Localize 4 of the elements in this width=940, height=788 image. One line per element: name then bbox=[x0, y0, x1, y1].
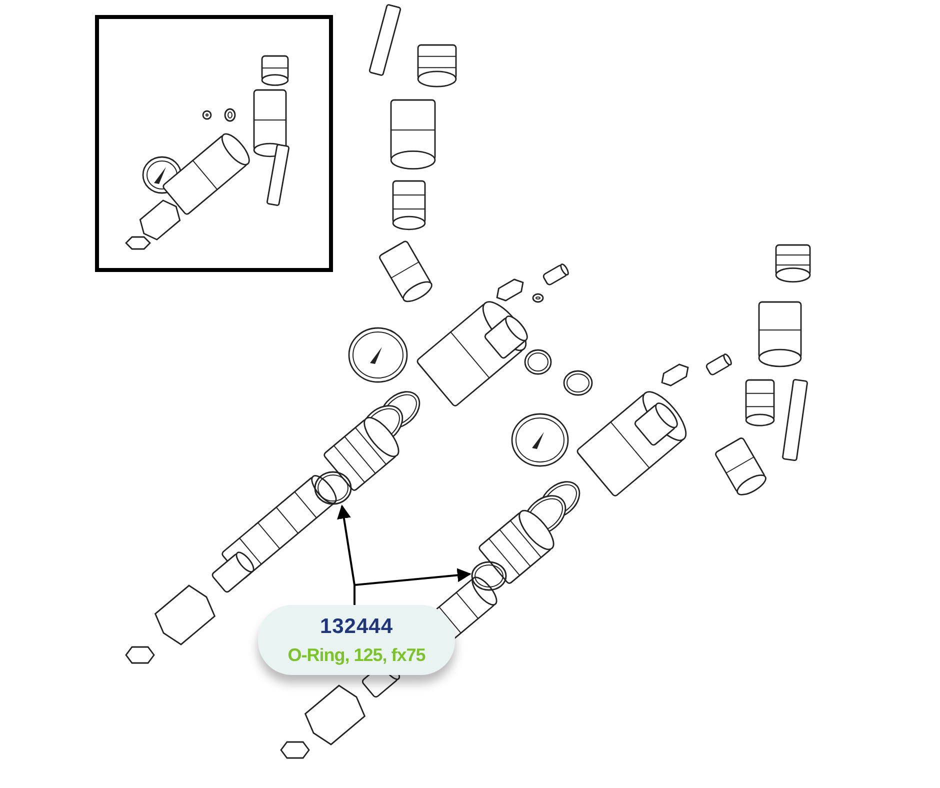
arrow bbox=[354, 568, 472, 605]
callout-label bbox=[258, 605, 455, 675]
part-number: 132444 bbox=[320, 614, 394, 638]
part-description: O-Ring, 125, fx75 bbox=[288, 644, 426, 666]
